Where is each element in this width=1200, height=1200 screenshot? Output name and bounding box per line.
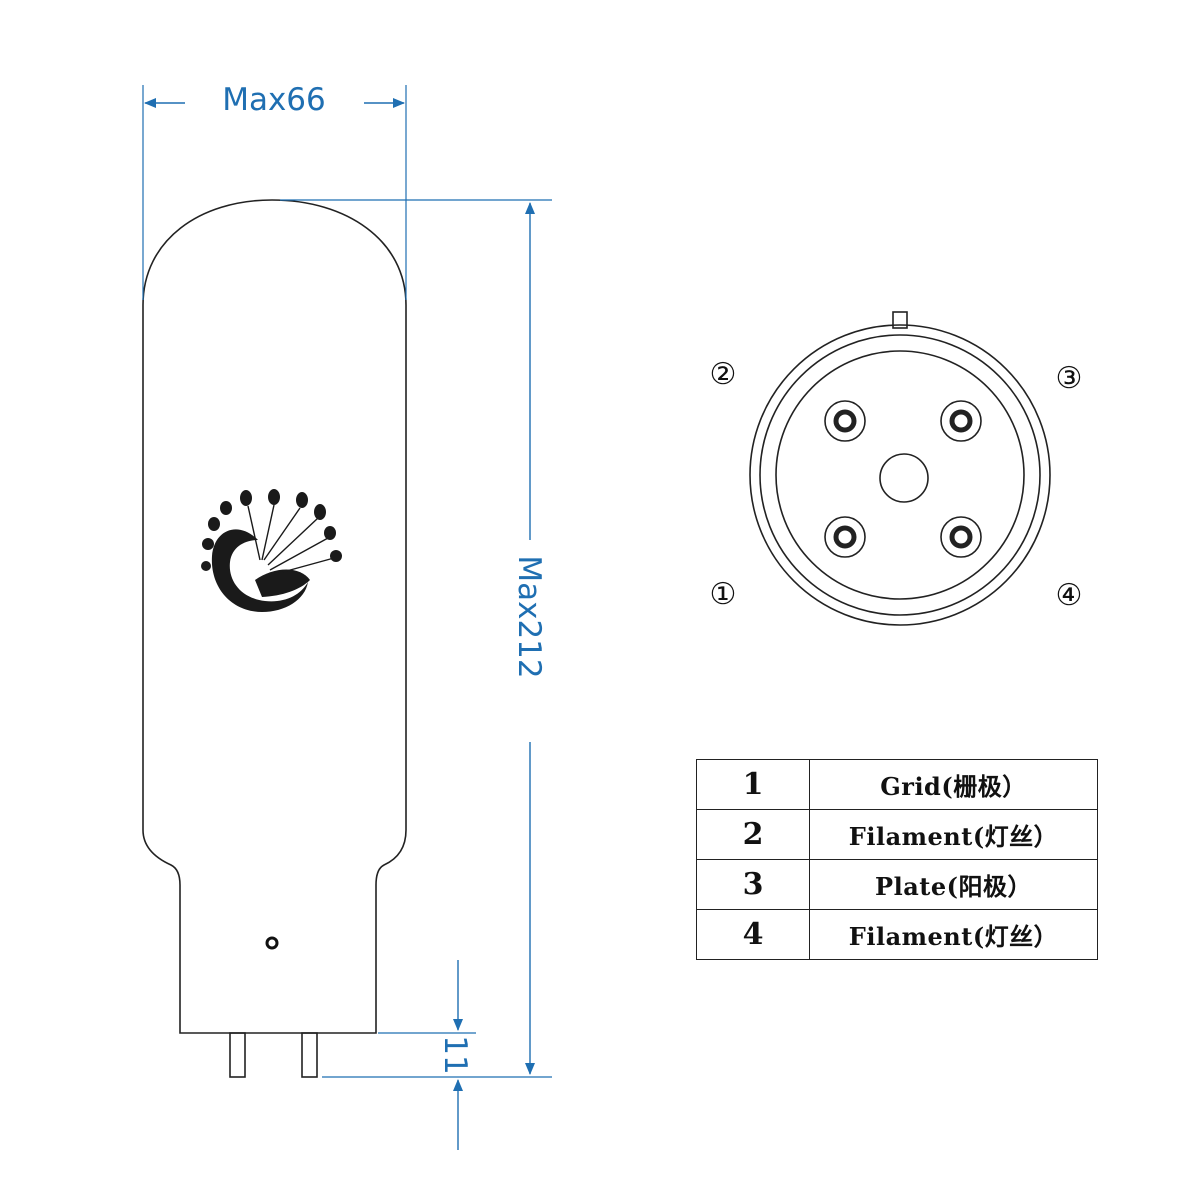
tube-outline (142, 199, 407, 1034)
base-center-hole (879, 453, 929, 503)
pin-number: 2 (696, 809, 810, 860)
base-face (775, 350, 1025, 600)
pin-number: 3 (696, 859, 810, 910)
pin-assignment-table: 1 Grid(栅极） 2 Filament(灯丝） 3 Plate(阳极） 4 … (696, 759, 1098, 960)
pin-function: Filament(灯丝） (809, 809, 1098, 860)
pin-length-dimension: 11 (378, 960, 476, 1150)
pin-function: Plate(阳极） (809, 859, 1098, 910)
base-pin-label-4: ④ (1056, 578, 1083, 613)
base-key (892, 311, 908, 329)
pin-function: Grid(栅极） (809, 759, 1098, 810)
peacock-logo (201, 489, 342, 612)
base-inner-ring (759, 334, 1041, 616)
height-dimension: Max212 (280, 199, 552, 1078)
base-pin-3 (940, 400, 982, 442)
pin-length-dimension-label: 11 (437, 1035, 473, 1074)
pin-number: 4 (696, 909, 810, 960)
base-bottom-view (749, 311, 1051, 626)
height-dimension-label: Max212 (511, 555, 547, 678)
width-dimension-label: Max66 (222, 82, 326, 118)
base-pin-1 (824, 516, 866, 558)
base-pin-label-1: ① (710, 577, 737, 612)
base-outer-ring (749, 324, 1051, 626)
width-dimension: Max66 (142, 82, 407, 300)
base-pin-2 (824, 400, 866, 442)
table-row: 1 Grid(栅极） (696, 759, 1098, 810)
table-row: 4 Filament(灯丝） (696, 909, 1098, 960)
pin-function: Filament(灯丝） (809, 909, 1098, 960)
tube-pin-right (301, 1032, 318, 1078)
tube-base-dot (265, 936, 279, 950)
table-row: 2 Filament(灯丝） (696, 809, 1098, 860)
pin-number: 1 (696, 759, 810, 810)
table-row: 3 Plate(阳极） (696, 859, 1098, 910)
tube-pins (229, 1032, 318, 1078)
base-pin-label-3: ③ (1056, 361, 1083, 396)
base-pin-4 (940, 516, 982, 558)
tube-pin-left (229, 1032, 246, 1078)
base-pin-label-2: ② (710, 357, 737, 392)
